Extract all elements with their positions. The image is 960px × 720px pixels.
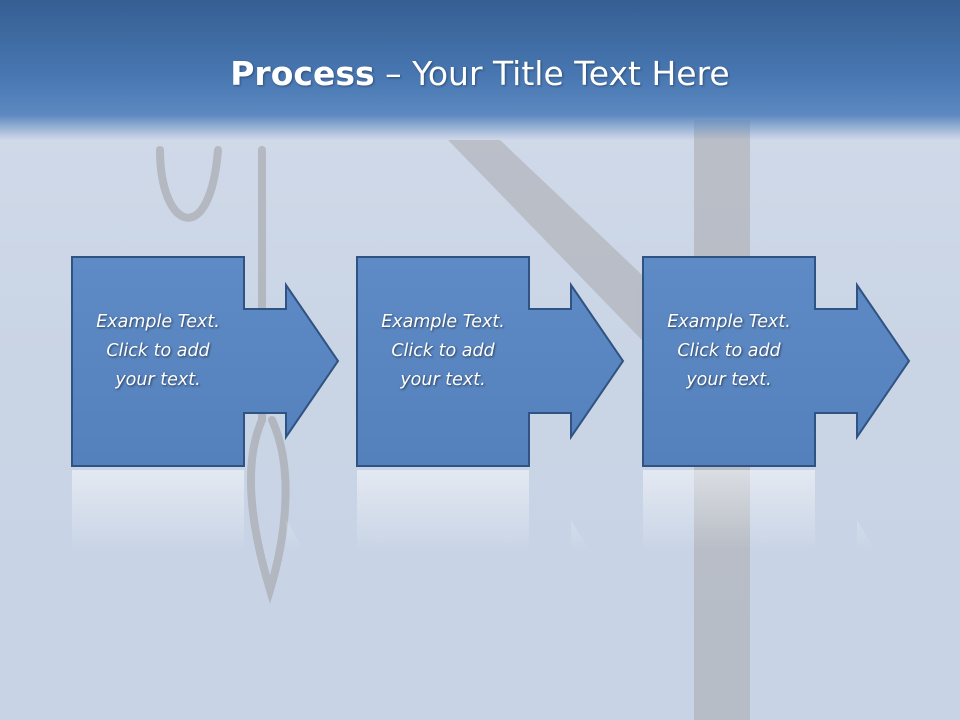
step-text-line: Example Text.: [381, 312, 505, 332]
step-text-line: Click to add: [106, 341, 210, 361]
arrow-box-shape: [71, 256, 340, 467]
process-step-1[interactable]: Example Text. Click to add your text.: [71, 256, 351, 468]
step-1-text[interactable]: Example Text. Click to add your text.: [75, 308, 241, 395]
title-band: [0, 0, 960, 140]
process-step-2[interactable]: Example Text. Click to add your text.: [356, 256, 636, 468]
step-text-line: your text.: [400, 370, 486, 390]
step-text-line: Example Text.: [667, 312, 791, 332]
step-2-reflection: [356, 470, 636, 550]
step-text-line: Click to add: [391, 341, 495, 361]
step-1-reflection: [71, 470, 351, 550]
step-3-reflection: [642, 470, 922, 550]
step-text-line: Example Text.: [96, 312, 220, 332]
slide-title[interactable]: Process – Your Title Text Here: [0, 54, 960, 94]
step-text-line: Click to add: [677, 341, 781, 361]
step-2-text[interactable]: Example Text. Click to add your text.: [360, 308, 526, 395]
step-text-line: your text.: [686, 370, 772, 390]
step-text-line: your text.: [115, 370, 201, 390]
process-step-3[interactable]: Example Text. Click to add your text.: [642, 256, 922, 468]
arrow-box-shape: [356, 256, 625, 467]
title-bold: Process: [230, 54, 375, 93]
step-3-text[interactable]: Example Text. Click to add your text.: [646, 308, 812, 395]
arrow-box-shape: [642, 256, 911, 467]
title-rest: – Your Title Text Here: [374, 54, 730, 93]
